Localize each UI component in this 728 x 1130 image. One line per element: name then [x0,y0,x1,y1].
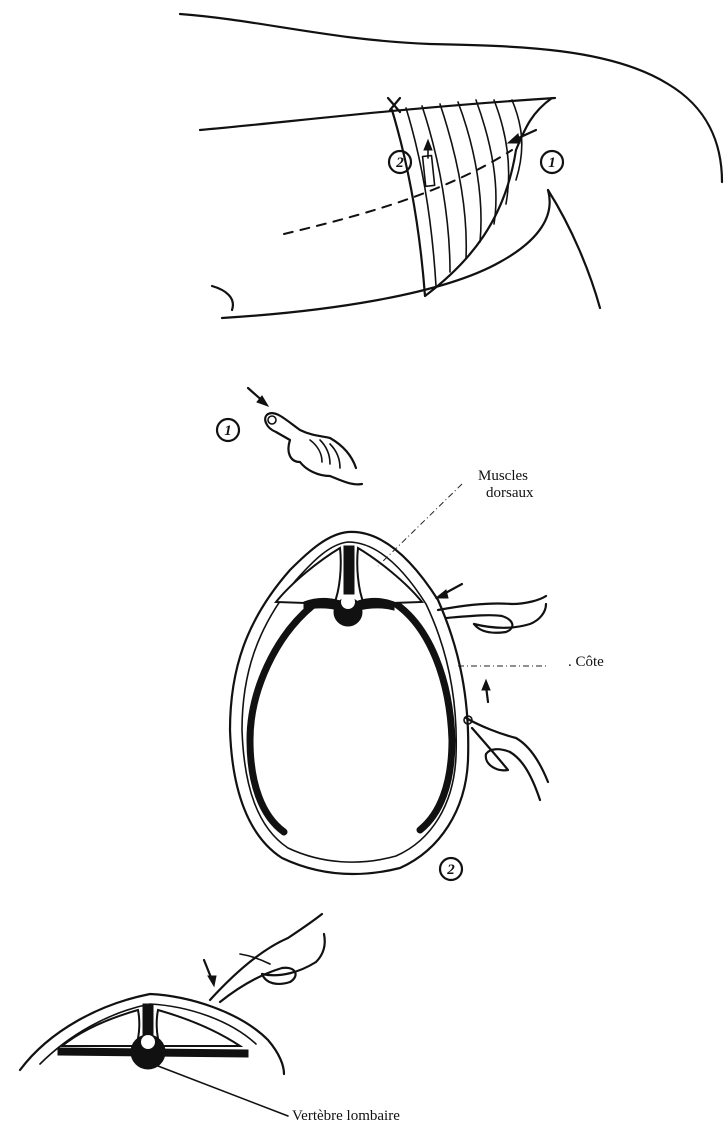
leader-muscles [378,484,462,566]
lower-body-contour [222,190,550,318]
svg-text:1: 1 [548,155,556,171]
leader-vertebre [158,1066,288,1116]
pointing-hand-lumbar [204,914,325,1002]
lumbar-muscle-right [157,1010,240,1046]
vertebra-spine [344,546,354,594]
back-outline-view [180,14,722,318]
pointing-hand-side-upper [436,584,546,633]
pointing-hand-1 [248,388,362,484]
lumbar-muscle-left [62,1010,139,1046]
label-cote: . Côte [568,654,604,670]
lower-body-contour-2 [548,190,600,308]
arm-fold [212,286,233,310]
label-vertebre: Vertèbre lombaire [292,1108,400,1124]
arrow-2-head [424,140,432,150]
svg-text:2: 2 [395,155,404,171]
svg-text:1: 1 [224,423,232,439]
marker-2-top: 2 [389,151,411,173]
rib-arc-right [396,604,452,830]
muscle-right [357,548,422,604]
marker-1-hand: 1 [217,419,239,441]
arrow-1-head [508,134,520,143]
marker-1-top: 1 [541,151,563,173]
svg-text:2: 2 [446,862,455,878]
pointing-hand-side-lower [464,680,548,800]
lumbar-section [20,994,284,1074]
shoulder-contour [180,14,722,182]
label-muscles-line2: dorsaux [486,485,534,501]
marker-2-section: 2 [440,858,462,880]
thorax-cross-section [230,532,468,874]
label-muscles-line1: Muscles [478,468,528,484]
